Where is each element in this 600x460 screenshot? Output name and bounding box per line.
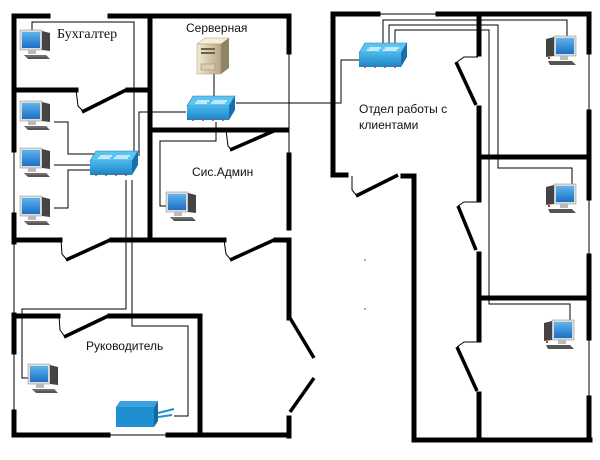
switch-server[interactable] (186, 95, 236, 122)
computer-accountant-room-1[interactable] (19, 100, 51, 131)
room-label-client-dept-line2: клиентами (359, 118, 418, 132)
doors-right-building (351, 56, 480, 392)
computer-accountant-room-3[interactable] (19, 195, 51, 226)
computer-sysadmin[interactable] (165, 191, 197, 222)
computer-accountant-room-2[interactable] (19, 147, 51, 178)
computer-accountant[interactable] (19, 29, 51, 60)
network-cables (21, 19, 573, 417)
doors-left-building (58, 88, 316, 414)
room-label-server: Серверная (186, 21, 247, 35)
printer-icon[interactable] (116, 401, 175, 427)
room-label-client-dept: Отдел работы с (359, 102, 447, 116)
room-label-accountant: Бухгалтер (57, 27, 117, 42)
computer-client-room-1[interactable] (545, 35, 577, 66)
server-icon[interactable] (196, 37, 230, 75)
computer-client-room-2[interactable] (545, 183, 577, 214)
switch-left[interactable] (89, 150, 139, 177)
switch-client-dept[interactable] (358, 42, 408, 69)
room-label-sysadmin: Сис.Админ (192, 165, 253, 179)
computer-client-room-3[interactable] (543, 319, 575, 350)
computer-director[interactable] (27, 363, 59, 394)
room-label-director: Руководитель (86, 339, 163, 353)
walls-right-building (330, 11, 593, 443)
